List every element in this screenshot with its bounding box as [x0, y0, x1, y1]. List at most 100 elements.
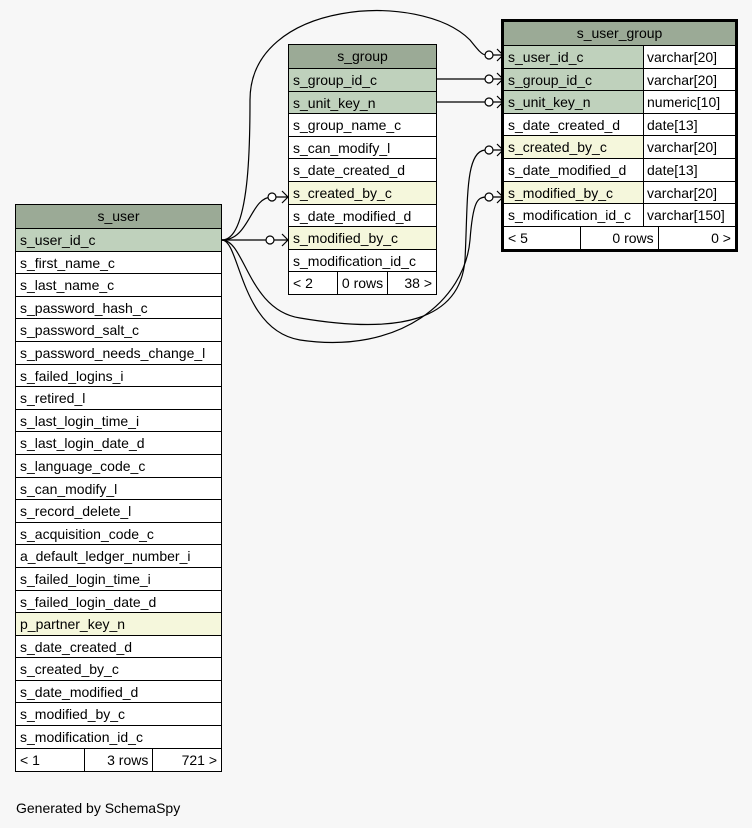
- column-row[interactable]: s_group_name_c: [289, 114, 436, 137]
- column-name: s_date_modified_d: [293, 207, 412, 224]
- column-row[interactable]: s_date_created_d: [289, 159, 436, 182]
- table-s_user[interactable]: s_user s_user_id_c s_first_name_c s_last_n…: [15, 204, 222, 772]
- column-row[interactable]: s_record_delete_l: [16, 500, 221, 523]
- column-row[interactable]: s_user_id_c: [16, 229, 221, 252]
- column-row[interactable]: s_last_login_time_i: [16, 410, 221, 433]
- column-name: s_group_id_c: [508, 71, 593, 88]
- column-name: s_can_modify_l: [20, 480, 118, 497]
- column-name: s_retired_l: [20, 390, 86, 407]
- column-row[interactable]: s_date_modified_d: [289, 205, 436, 228]
- column-row[interactable]: s_unit_key_n: [289, 91, 436, 115]
- column-name: s_first_name_c: [20, 254, 115, 271]
- children-count[interactable]: 721 >: [152, 748, 221, 771]
- row-count: 0 rows: [580, 226, 657, 249]
- column-type: varchar[20]: [643, 136, 735, 158]
- parents-count[interactable]: < 2: [293, 275, 313, 292]
- column-row[interactable]: s_created_by_c varchar[20]: [504, 136, 735, 159]
- column-type: numeric[10]: [643, 91, 735, 113]
- column-name: s_last_login_date_d: [20, 435, 145, 452]
- link-user-usergroup-created-by: [221, 149, 486, 326]
- table-footer: < 1 3 rows 721 >: [16, 748, 221, 771]
- parents-count[interactable]: < 5: [508, 229, 528, 246]
- column-name: s_failed_logins_i: [20, 367, 124, 384]
- column-name: s_unit_key_n: [508, 94, 591, 111]
- column-name: s_group_id_c: [293, 72, 378, 88]
- column-row[interactable]: s_failed_logins_i: [16, 365, 221, 388]
- table-s_group[interactable]: s_group s_group_id_c s_unit_key_n s_group_…: [288, 44, 437, 296]
- column-row[interactable]: s_created_by_c: [289, 181, 436, 205]
- column-row[interactable]: s_language_code_c: [16, 455, 221, 478]
- column-row[interactable]: s_date_created_d date[13]: [504, 113, 735, 137]
- column-row[interactable]: s_failed_login_time_i: [16, 568, 221, 591]
- column-row[interactable]: s_unit_key_n numeric[10]: [504, 91, 735, 114]
- table-header: s_group: [289, 45, 436, 69]
- column-row[interactable]: s_group_id_c: [289, 69, 436, 92]
- row-count: 3 rows: [83, 748, 153, 771]
- column-row[interactable]: s_acquisition_code_c: [16, 523, 221, 546]
- column-row[interactable]: p_partner_key_n: [16, 613, 221, 636]
- column-type: varchar[20]: [643, 181, 735, 204]
- column-row[interactable]: s_failed_login_date_d: [16, 591, 221, 614]
- table-footer: < 2 0 rows 38 >: [289, 272, 436, 295]
- column-type: date[13]: [643, 158, 735, 181]
- column-name: s_can_modify_l: [293, 139, 391, 156]
- column-row[interactable]: s_created_by_c: [16, 658, 221, 681]
- column-row[interactable]: s_retired_l: [16, 387, 221, 410]
- column-row[interactable]: s_date_modified_d: [16, 681, 221, 704]
- column-name: s_last_name_c: [20, 277, 115, 294]
- parents-count[interactable]: < 1: [20, 751, 40, 768]
- column-row[interactable]: s_can_modify_l: [289, 137, 436, 160]
- table-header: s_user: [16, 205, 221, 229]
- column-name: s_modified_by_c: [20, 706, 126, 723]
- children-count[interactable]: 0 >: [657, 226, 735, 249]
- column-type: date[13]: [643, 113, 735, 136]
- column-name: s_date_created_d: [293, 162, 406, 179]
- column-row[interactable]: s_date_modified_d date[13]: [504, 158, 735, 182]
- column-name: a_default_ledger_number_i: [20, 548, 191, 565]
- column-row[interactable]: s_modified_by_c: [289, 227, 436, 250]
- column-name: s_record_delete_l: [20, 503, 132, 520]
- column-row[interactable]: s_password_hash_c: [16, 297, 221, 320]
- column-name: s_failed_login_time_i: [20, 570, 151, 587]
- column-name: s_created_by_c: [508, 139, 607, 156]
- column-type: varchar[150]: [643, 204, 735, 226]
- column-row[interactable]: s_last_name_c: [16, 274, 221, 297]
- column-row[interactable]: a_default_ledger_number_i: [16, 545, 221, 568]
- column-name: p_partner_key_n: [20, 616, 126, 633]
- column-name: s_password_hash_c: [20, 299, 148, 316]
- row-count: 0 rows: [336, 272, 387, 295]
- column-name: s_last_login_time_i: [20, 412, 140, 429]
- column-row[interactable]: s_password_salt_c: [16, 319, 221, 342]
- column-name: s_created_by_c: [293, 184, 392, 201]
- link-user-usergroup-modified-by: [221, 196, 486, 344]
- column-name: s_modified_by_c: [293, 230, 399, 247]
- column-row[interactable]: s_first_name_c: [16, 252, 221, 275]
- children-count[interactable]: 38 >: [387, 272, 436, 295]
- column-name: s_acquisition_code_c: [20, 525, 154, 542]
- column-name: s_date_modified_d: [508, 161, 627, 178]
- column-name: s_password_salt_c: [20, 322, 140, 339]
- column-row[interactable]: s_date_created_d: [16, 636, 221, 659]
- column-row[interactable]: s_password_needs_change_l: [16, 342, 221, 365]
- column-name: s_unit_key_n: [293, 94, 376, 111]
- column-row[interactable]: s_modification_id_c: [16, 726, 221, 749]
- column-row[interactable]: s_modification_id_c: [289, 250, 436, 273]
- table-footer: < 5 0 rows 0 >: [504, 226, 735, 249]
- column-name: s_language_code_c: [20, 457, 146, 474]
- table-header: s_user_group: [504, 22, 735, 46]
- column-row[interactable]: s_can_modify_l: [16, 478, 221, 501]
- column-row[interactable]: s_modified_by_c: [16, 703, 221, 727]
- column-name: s_modified_by_c: [508, 184, 614, 201]
- column-name: s_modification_id_c: [20, 729, 143, 746]
- column-row[interactable]: s_last_login_date_d: [16, 432, 221, 455]
- column-name: s_failed_login_date_d: [20, 593, 157, 610]
- column-name: s_date_created_d: [508, 116, 621, 133]
- column-row[interactable]: s_modified_by_c varchar[20]: [504, 181, 735, 205]
- column-name: s_date_modified_d: [20, 683, 139, 700]
- column-name: s_modification_id_c: [293, 252, 416, 269]
- column-name: s_group_name_c: [293, 117, 402, 134]
